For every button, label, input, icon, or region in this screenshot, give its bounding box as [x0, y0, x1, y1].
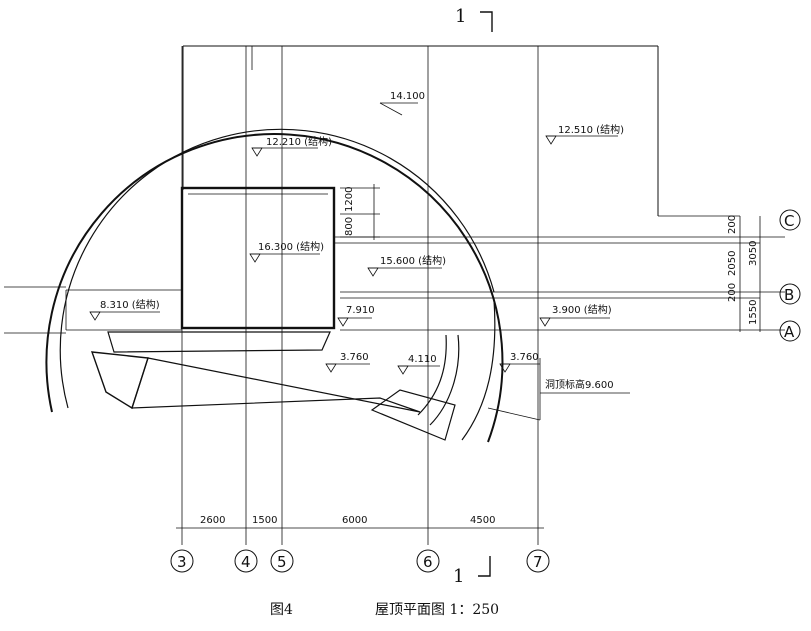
right-dimension-chain: 200 2050 3050 200 1550: [727, 215, 761, 332]
elevation-roof-arc: 14.100: [390, 91, 425, 102]
axis-c: C: [784, 212, 794, 230]
elevation-3760-a: 3.760: [340, 352, 369, 363]
grid-lines-vertical: [181, 46, 539, 545]
axis-bubbles-right: C B A: [779, 209, 801, 342]
elevation-8310: 8.310 (结构): [100, 298, 160, 311]
caption-title: 屋顶平面图 1：250: [375, 602, 499, 618]
dim-bottom-2600: 2600: [200, 515, 225, 526]
elevation-3900: 3.900 (结构): [552, 303, 612, 316]
elevation-16300: 16.300 (结构): [258, 240, 324, 253]
outer-frame: [182, 45, 740, 217]
elevation-labels: 14.100 12.210 (结构) 12.510 (结构) 16.300 (结…: [100, 91, 624, 391]
axis-bubbles-bottom: 3 4 5 6 7: [170, 549, 550, 573]
section-marks: 1 1: [453, 6, 493, 587]
elevation-cave-top: 洞顶标高9.600: [545, 378, 614, 391]
axis-7: 7: [533, 553, 543, 571]
elevation-7910: 7.910: [346, 305, 375, 316]
axis-4: 4: [241, 553, 251, 571]
section-mark-bottom: 1: [453, 566, 464, 587]
dim-right-2050: 2050: [727, 251, 738, 276]
elevation-4110: 4.110: [408, 354, 437, 365]
axis-a: A: [784, 323, 795, 341]
axis-5: 5: [277, 553, 287, 571]
drawing-caption: 图4 屋顶平面图 1：250: [270, 602, 499, 618]
dim-bottom-1500: 1500: [252, 515, 277, 526]
dim-right-200-top: 200: [727, 215, 738, 234]
box-dimension: 1200 800: [340, 184, 380, 240]
elevation-markers: [89, 102, 630, 394]
elevation-12510: 12.510 (结构): [558, 123, 624, 136]
axis-6: 6: [423, 553, 433, 571]
dim-right-1550: 1550: [748, 300, 759, 325]
elevation-15600: 15.600 (结构): [380, 254, 446, 267]
elevation-3760-b: 3.760: [510, 352, 539, 363]
caption-figure-number: 图4: [270, 602, 293, 618]
dim-right-3050: 3050: [748, 241, 759, 266]
dim-bottom-4500: 4500: [470, 515, 495, 526]
canopy-wedges: [90, 331, 541, 441]
dim-box-1200: 1200: [344, 187, 355, 212]
dim-bottom-6000: 6000: [342, 515, 367, 526]
elevation-12210: 12.210 (结构): [266, 135, 332, 148]
grid-lines-horizontal: [4, 236, 785, 334]
central-tower: [180, 186, 336, 330]
section-mark-top: 1: [455, 6, 466, 27]
axis-b: B: [784, 286, 794, 304]
dim-box-800: 800: [344, 217, 355, 236]
bottom-dimension-chain: 2600 1500 6000 4500: [176, 515, 544, 529]
axis-3: 3: [177, 553, 187, 571]
dim-right-200-bottom: 200: [727, 283, 738, 302]
dome-arcs: [45, 128, 504, 443]
